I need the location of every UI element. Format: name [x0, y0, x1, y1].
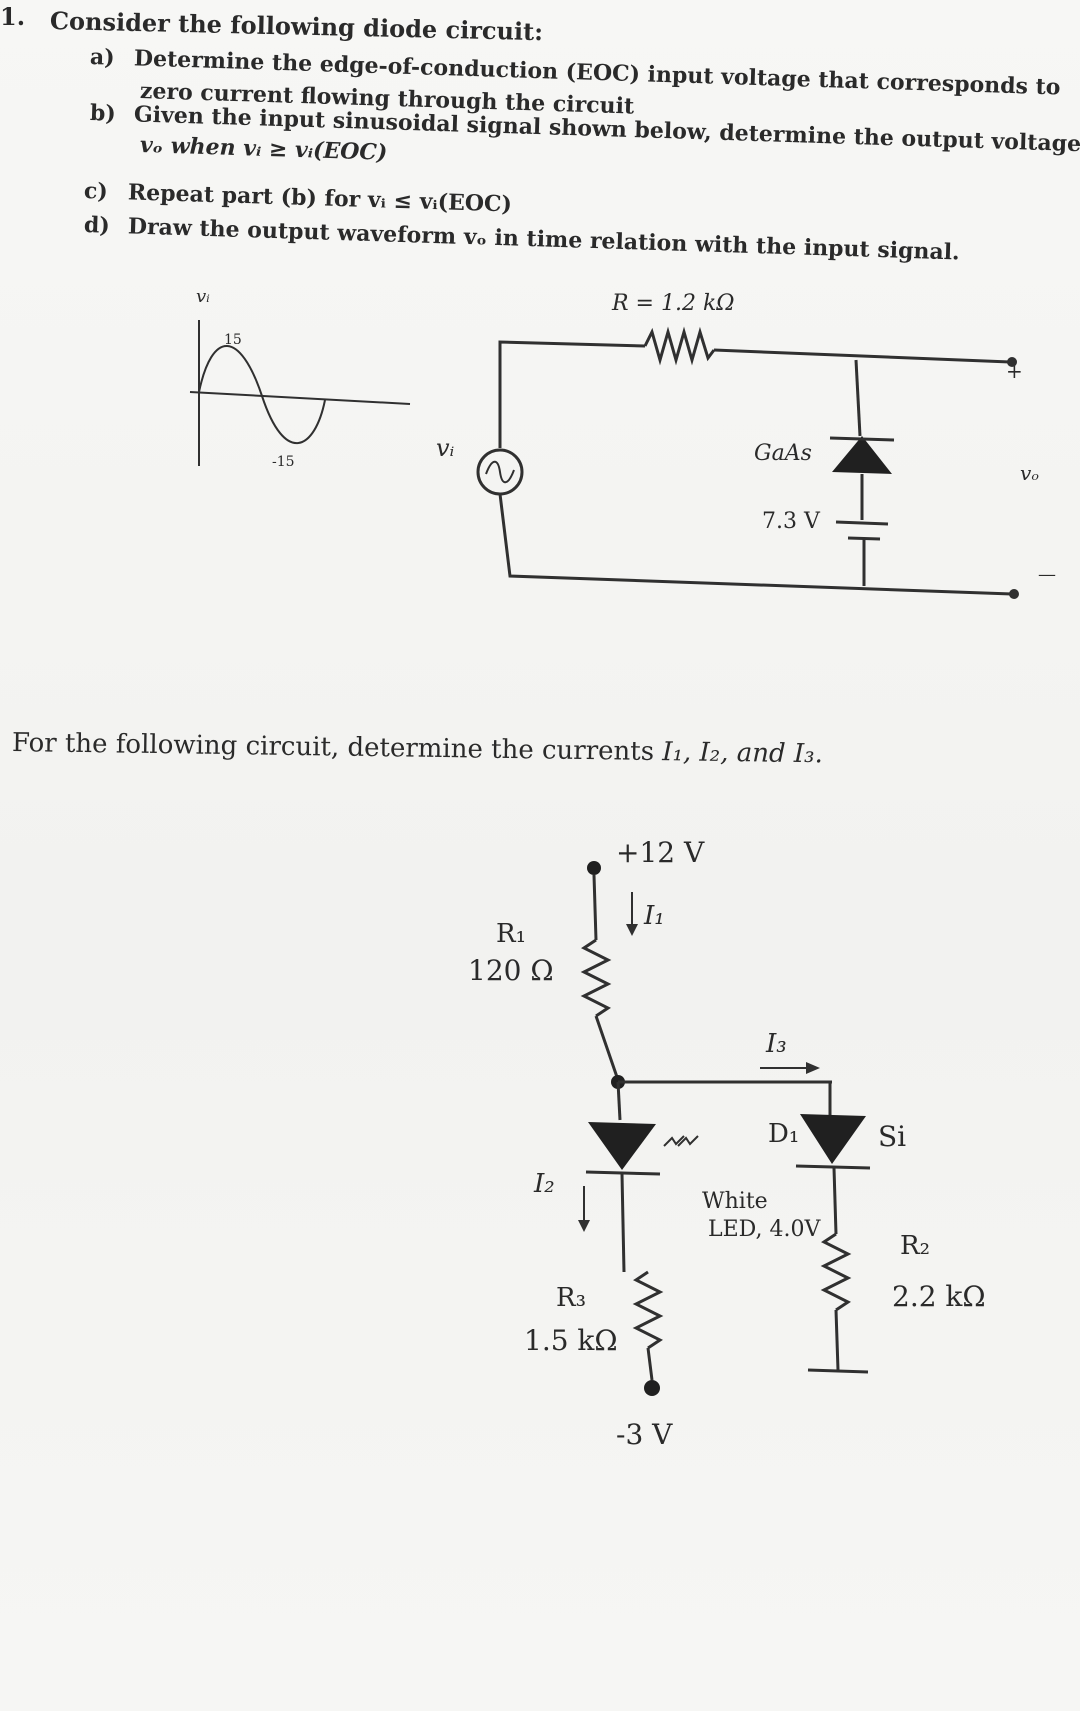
r2-value: 2.2 kΩ [892, 1280, 986, 1313]
wire-r1-to-node [594, 1015, 620, 1081]
wire-r3-bottom [646, 1347, 654, 1381]
wire-top-right [713, 348, 1011, 364]
diode-circuit-1: R = 1.2 kΩ + vᵢ GaAs 7.3 V vₒ — [436, 291, 1056, 599]
output-plus-label: + [1006, 359, 1023, 383]
r3-value: 1.5 kΩ [524, 1324, 618, 1357]
series-resistor [643, 326, 716, 366]
led-label-line-1: White [702, 1189, 768, 1214]
wire-r2-bottom [834, 1309, 840, 1371]
waveform-axis-label: vᵢ [196, 286, 210, 307]
series-resistor-label: R = 1.2 kΩ [611, 291, 735, 316]
r2-ground-bar [807, 1368, 869, 1374]
diode-d1-si [800, 1114, 866, 1164]
diode-label: GaAs [754, 441, 812, 466]
output-minus-label: — [1038, 564, 1056, 585]
r3-name: R₃ [556, 1283, 586, 1313]
r1-value: 120 Ω [468, 954, 554, 987]
gaas-diode-bar [829, 436, 895, 442]
output-terminal-minus [1009, 589, 1019, 599]
output-voltage-label: vₒ [1020, 461, 1039, 485]
waveform-time-axis [189, 391, 411, 405]
wire-led-top [616, 1081, 622, 1121]
input-waveform: vᵢ 15 -15 [189, 286, 411, 470]
supply-top-label: +12 V [616, 836, 705, 869]
i3-arrow-head [806, 1062, 820, 1074]
battery-label: 7.3 V [762, 509, 821, 534]
waveform-trough-label: -15 [272, 454, 295, 470]
battery-plate-long [835, 520, 889, 526]
diode-branch-top [854, 359, 862, 437]
white-led-bar [585, 1170, 661, 1176]
problem-1-number: 1. [0, 2, 26, 31]
terminal-plus-12v [587, 861, 601, 875]
wire-led-to-r3 [620, 1173, 626, 1273]
battery-plate-short [847, 536, 881, 541]
led-emission-arrows [663, 1135, 699, 1147]
i1-arrow-head [626, 924, 638, 936]
resistor-r2 [820, 1232, 852, 1312]
i2-arrow-head [578, 1220, 590, 1232]
d1-label: D₁ [768, 1119, 799, 1149]
ac-source-symbol [485, 460, 515, 484]
wire-top-left [498, 340, 646, 448]
r1-name: R₁ [496, 919, 526, 949]
r2-name: R₂ [900, 1231, 930, 1261]
waveform-peak-label: 15 [224, 332, 242, 348]
resistor-r3 [632, 1270, 664, 1350]
white-led [588, 1122, 656, 1170]
supply-bottom-label: -3 V [616, 1418, 673, 1451]
sine-wave [198, 345, 326, 445]
si-label: Si [878, 1120, 906, 1153]
wire-r1-top [592, 874, 598, 941]
wire-bottom [498, 493, 1013, 596]
i1-label: I₁ [643, 901, 665, 931]
diode-d1-bar [795, 1164, 871, 1170]
output-terminal-plus [1007, 357, 1017, 367]
source-label: vᵢ [436, 434, 455, 462]
diode-circuit-2: +12 V I₁ R₁ 120 Ω I₃ I₂ White LED, 4.0V … [468, 836, 986, 1451]
resistor-r1 [580, 938, 612, 1018]
i2-label: I₂ [533, 1169, 555, 1199]
gaas-diode [832, 436, 892, 474]
wire-d1-to-r2 [832, 1167, 838, 1235]
i3-label: I₃ [765, 1029, 787, 1059]
led-label-line-2: LED, 4.0V [708, 1217, 821, 1242]
terminal-minus-3v [644, 1380, 660, 1396]
